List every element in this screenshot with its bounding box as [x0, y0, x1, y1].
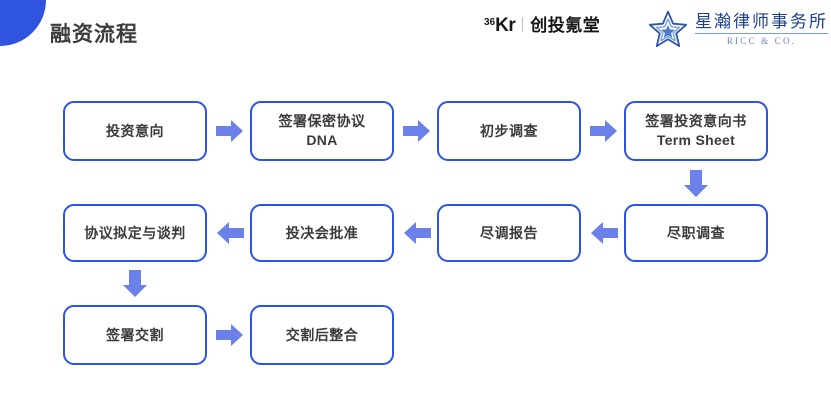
flow-step-label: 签署投资意向书 Term Sheet: [645, 112, 747, 150]
arrow-right-r1-s3-s4: [590, 119, 618, 143]
flow-step-label: 协议拟定与谈判: [84, 224, 186, 243]
flow-step-r2-s1[interactable]: 协议拟定与谈判: [63, 204, 207, 262]
logo-36kr-superscript: 36: [484, 17, 496, 28]
flow-step-line1: 投决会批准: [285, 224, 359, 241]
logo-ricc: 星瀚律师事务所 RICC & CO.: [648, 10, 828, 48]
arrow-down-r1s4-to-r2s4: [683, 170, 709, 198]
logo-36kr: 36 Kr 创投氪堂: [484, 16, 600, 35]
flow-step-r2-s2[interactable]: 投决会批准: [250, 204, 394, 262]
arrow-left-r2-s3-s2: [403, 221, 431, 245]
flow-step-label: 签署交割: [106, 326, 164, 345]
corner-decoration: [0, 0, 46, 46]
flow-step-line1: 签署投资意向书: [645, 113, 747, 130]
logo-ricc-chinese: 星瀚律师事务所: [695, 12, 828, 34]
flow-step-line2: Term Sheet: [656, 132, 736, 148]
flow-step-line1: 协议拟定与谈判: [84, 224, 186, 241]
logo-divider: [522, 17, 524, 32]
flow-step-line1: 尽职调查: [667, 224, 725, 241]
flow-step-label: 投决会批准: [286, 224, 359, 243]
arrow-right-r1-s1-s2: [216, 119, 244, 143]
flow-step-label: 签署保密协议 DNA: [279, 112, 366, 150]
flow-step-label: 交割后整合: [286, 326, 359, 345]
flow-step-r1-s3[interactable]: 初步调查: [437, 101, 581, 161]
flow-step-label: 投资意向: [106, 122, 164, 141]
flow-step-line1: 尽调报告: [480, 224, 538, 241]
flow-step-label: 尽职调查: [667, 224, 725, 243]
logo-36kr-chinese: 创投氪堂: [530, 16, 601, 35]
flow-step-line1: 初步调查: [480, 122, 538, 139]
arrow-left-r2-s4-s3: [590, 221, 618, 245]
arrow-down-r2s1-to-r3s1: [122, 270, 148, 298]
flow-step-r1-s4[interactable]: 签署投资意向书 Term Sheet: [624, 101, 768, 161]
flow-step-line1: 签署保密协议: [278, 113, 366, 130]
flow-step-r2-s3[interactable]: 尽调报告: [437, 204, 581, 262]
arrow-right-r1-s2-s3: [403, 119, 431, 143]
flow-step-line1: 投资意向: [106, 122, 164, 139]
flow-step-line1: 签署交割: [106, 326, 164, 343]
arrow-left-r2-s2-s1: [216, 221, 244, 245]
flow-step-label: 初步调查: [480, 122, 538, 141]
flow-step-line2: DNA: [306, 132, 338, 148]
logo-ricc-english: RICC & CO.: [726, 35, 797, 46]
flow-step-r3-s2[interactable]: 交割后整合: [250, 305, 394, 365]
star-outline-icon: [648, 10, 688, 48]
arrow-right-r3-s1-s2: [216, 323, 244, 347]
flow-step-r1-s1[interactable]: 投资意向: [63, 101, 207, 161]
flow-step-line1: 交割后整合: [285, 326, 359, 343]
logo-36kr-mark: Kr: [495, 15, 516, 36]
page-title: 融资流程: [50, 23, 138, 46]
flow-step-r2-s4[interactable]: 尽职调查: [624, 204, 768, 262]
flow-step-r1-s2[interactable]: 签署保密协议 DNA: [250, 101, 394, 161]
flow-step-r3-s1[interactable]: 签署交割: [63, 305, 207, 365]
flow-step-label: 尽调报告: [480, 224, 538, 243]
logo-ricc-names: 星瀚律师事务所 RICC & CO.: [695, 12, 828, 46]
